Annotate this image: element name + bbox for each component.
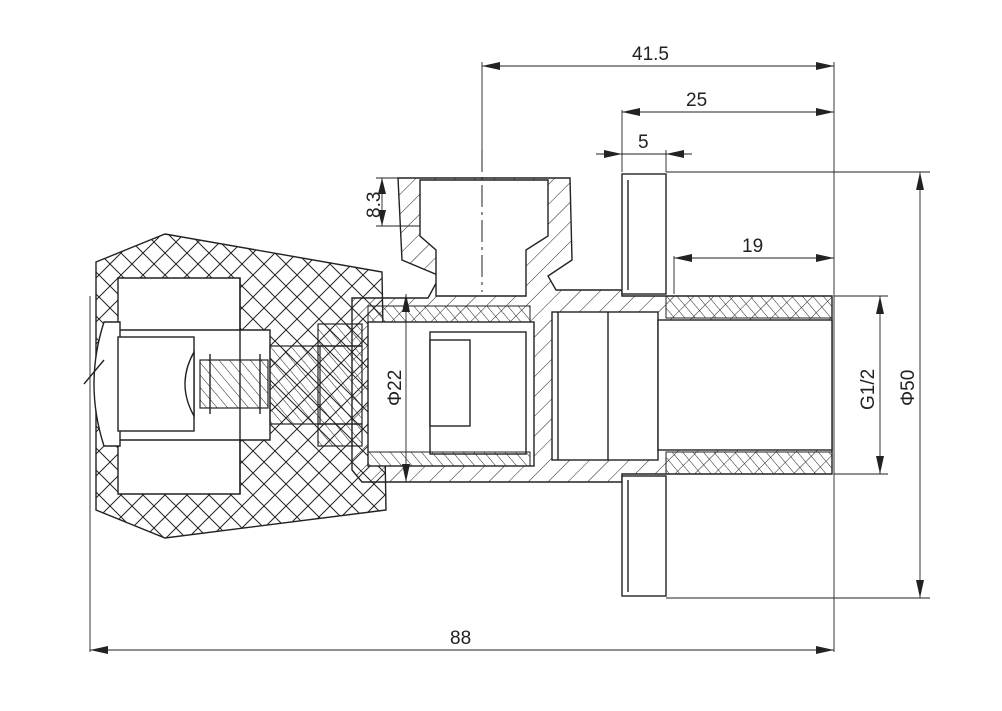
flange (621, 173, 667, 597)
dim-inner-diameter: Φ22 (385, 370, 406, 406)
dim-flange-to-end: 25 (686, 90, 707, 111)
dim-overall-length: 88 (450, 628, 471, 649)
dim-thread-length: 19 (742, 236, 763, 257)
handle-knob (83, 233, 387, 539)
dimension-lines (89, 62, 930, 654)
dim-outlet-height: 8.3 (364, 192, 385, 218)
dim-flange-thickness: 5 (638, 132, 649, 153)
dim-thread-size: G1/2 (858, 369, 879, 410)
dim-top-length: 41.5 (632, 44, 669, 65)
dim-flange-diameter: Φ50 (898, 370, 919, 406)
valve-body (351, 177, 833, 483)
